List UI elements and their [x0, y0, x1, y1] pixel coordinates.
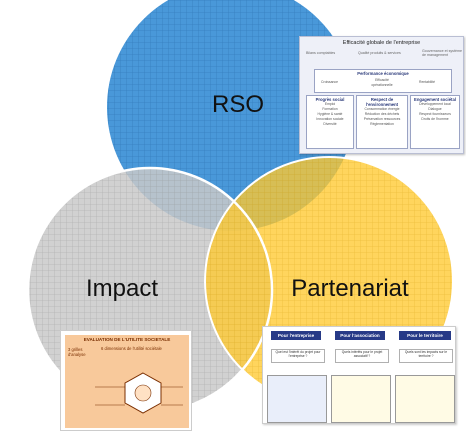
tab-territoire: Pour le territoire — [399, 331, 451, 340]
impact-hexagon-graphic — [95, 372, 183, 414]
rso-box-perf-eco: Performance économique Croissance Effica… — [314, 69, 452, 93]
label-partenariat: Partenariat — [291, 275, 409, 302]
impact-dimensions-label: 6 dimensions de l'utilité sociétale — [101, 346, 162, 351]
rso-respect-env-item: Préservation ressources — [363, 117, 401, 121]
rso-respect-env-item: Réduction des déchets — [364, 112, 400, 116]
impact-grids-label: 3 grilles d'analyse — [68, 347, 86, 357]
rso-progres-social-item: Formation — [322, 107, 338, 111]
rso-engagement-item: Développement local — [419, 102, 451, 106]
partenariat-thumbnail: Pour l'entreprise Pour l'association Pou… — [262, 326, 456, 424]
rso-respect-env-item: Réglementation — [370, 122, 394, 126]
rso-box-progres-social: Progrès social Emploi Formation Hygiène … — [306, 95, 354, 149]
impact-thumbnail: EVALUATION DE L'UTILITE SOCIETALE 3 gril… — [60, 330, 192, 431]
panel-territoire — [395, 375, 455, 423]
impact-grids-line: 3 grilles — [68, 347, 83, 352]
tab-entreprise: Pour l'entreprise — [271, 331, 321, 340]
impact-thumbnail-panel: EVALUATION DE L'UTILITE SOCIETALE 3 gril… — [65, 335, 189, 428]
panel-association — [331, 375, 391, 423]
rso-progres-social-title: Progrès social — [315, 97, 345, 102]
question-entreprise: Quel est l'intérêt du projet pour l'entr… — [271, 349, 325, 363]
rso-perf-eco-item: Rentabilité — [419, 80, 436, 84]
question-territoire: Quels sont les impacts sur le territoire… — [399, 349, 453, 363]
rso-progres-social-item: Emploi — [324, 102, 336, 106]
rso-respect-env-title: Respect de l'environnement — [365, 97, 399, 107]
rso-top-mid: Qualité produits & services — [358, 51, 401, 55]
rso-perf-eco-item: Croissance — [321, 80, 338, 84]
question-association: Quels intérêts pour le projet associatif… — [335, 349, 389, 363]
label-rso: RSO — [212, 91, 264, 118]
rso-perf-eco-item: Efficacité opérationnelle — [371, 78, 393, 87]
panel-entreprise — [267, 375, 327, 423]
rso-progres-social-item: Hygiène & santé — [317, 112, 343, 116]
rso-top-right: Gouvernance et système de management — [422, 49, 462, 57]
rso-perf-eco-title: Performance économique — [357, 71, 409, 76]
rso-engagement-title: Engagement sociétal — [414, 97, 456, 102]
rso-thumbnail-title: Efficacité globale de l'entreprise — [342, 40, 421, 46]
rso-top-left: Bilans comptables — [306, 51, 336, 55]
rso-box-engagement: Engagement sociétal Développement local … — [410, 95, 460, 149]
rso-engagement-item: Dialogue — [428, 107, 442, 111]
rso-thumbnail: Efficacité globale de l'entreprise Bilan… — [299, 36, 464, 154]
rso-progres-social-item: Innovation sociale — [316, 117, 344, 121]
impact-grids-line: d'analyse — [68, 352, 86, 357]
label-impact: Impact — [86, 275, 158, 302]
tab-association: Pour l'association — [335, 331, 385, 340]
impact-thumbnail-title: EVALUATION DE L'UTILITE SOCIETALE — [83, 337, 171, 342]
rso-box-respect-env: Respect de l'environnement Consommation … — [356, 95, 408, 149]
rso-engagement-item: Droits de l'homme — [421, 117, 449, 121]
rso-engagement-item: Respect fournisseurs — [419, 112, 451, 116]
rso-progres-social-item: Diversité — [323, 122, 337, 126]
rso-respect-env-item: Consommation énergie — [364, 107, 400, 111]
